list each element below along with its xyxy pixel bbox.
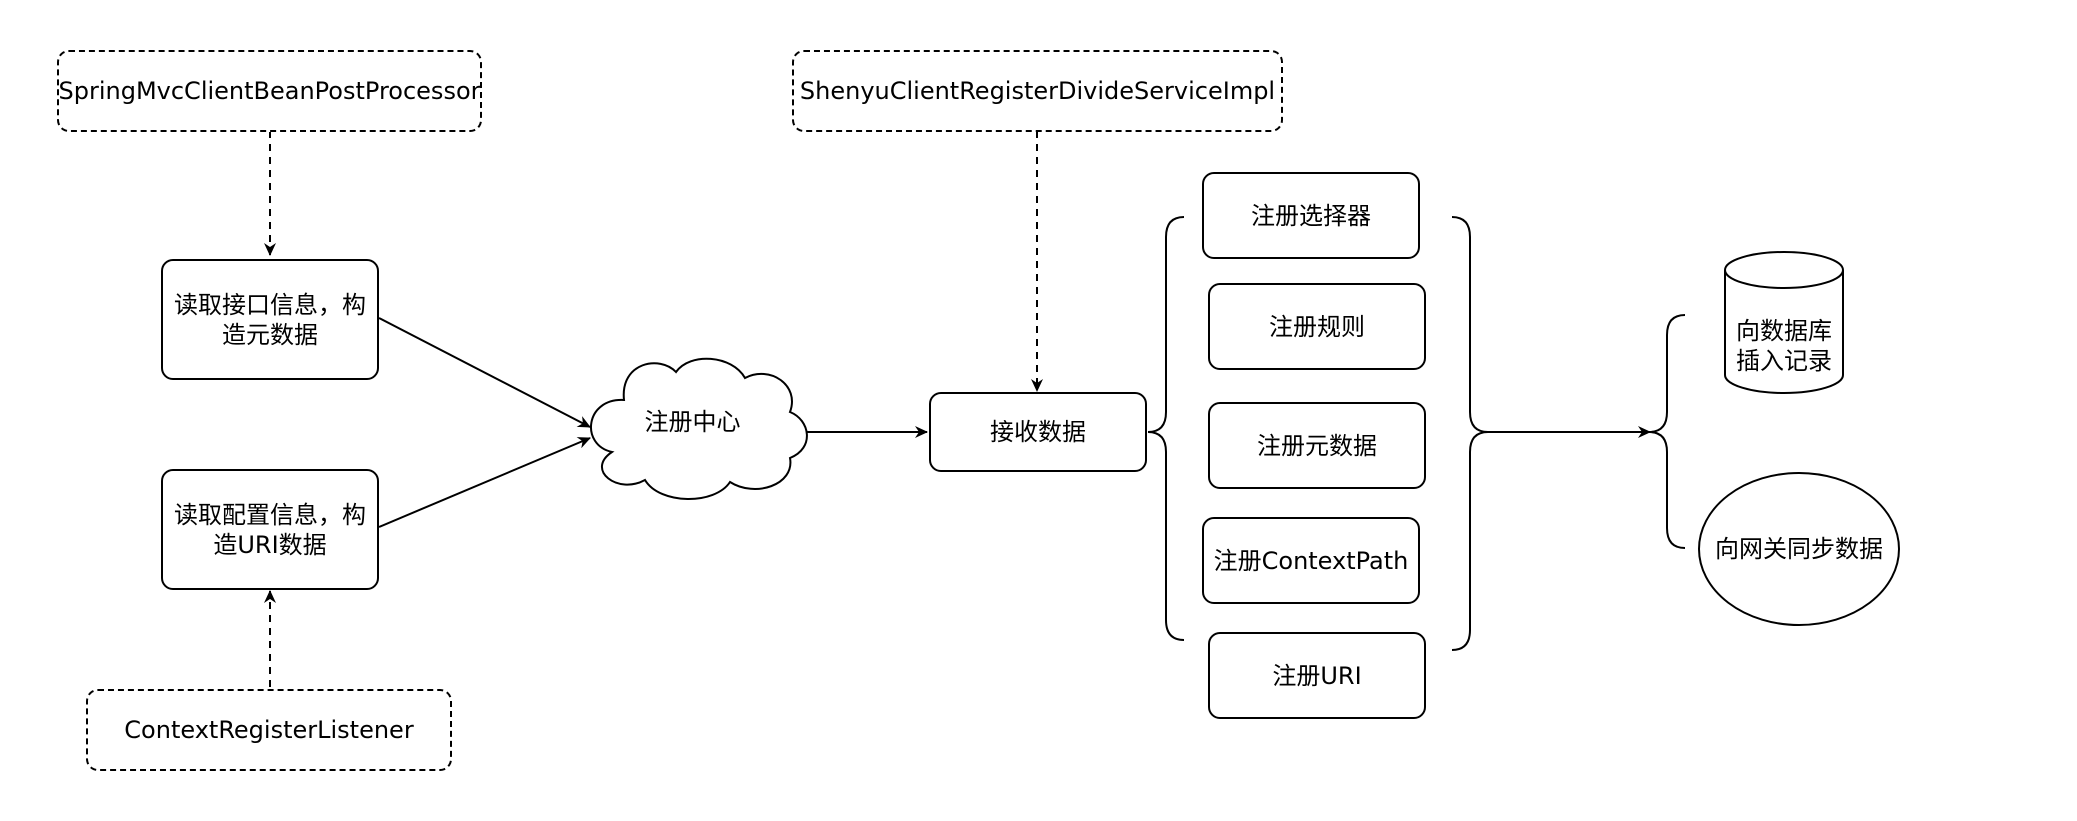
- springmvc-processor-label: SpringMvcClientBeanPostProcessor: [58, 77, 481, 105]
- register-rule-label: 注册规则: [1269, 312, 1365, 341]
- divide-service-impl-label: ShenyuClientRegisterDivideServiceImpl: [799, 77, 1276, 105]
- read-config-info-label: 读取配置信息，构造URI数据: [174, 500, 366, 559]
- register-selector-node: 注册选择器: [1202, 172, 1420, 259]
- read-interface-info-label: 读取接口信息，构造元数据: [174, 290, 366, 349]
- receive-data-label: 接收数据: [990, 418, 1086, 446]
- connector-interface-to-registry: [378, 317, 591, 428]
- register-uri-label: 注册URI: [1272, 661, 1362, 690]
- gateway-sync-ellipse: [1698, 472, 1900, 626]
- insert-db-record-label: 向数据库插入记录: [1736, 317, 1832, 375]
- register-list-right-brace: [1451, 216, 1489, 651]
- sync-to-gateway-label: 向网关同步数据: [1715, 535, 1883, 563]
- read-config-info-node: 读取配置信息，构造URI数据: [161, 469, 379, 590]
- divide-service-impl-node: ShenyuClientRegisterDivideServiceImpl: [792, 50, 1283, 132]
- receive-data-node: 接收数据: [929, 392, 1147, 472]
- register-uri-node: 注册URI: [1208, 632, 1426, 719]
- register-metadata-label: 注册元数据: [1257, 431, 1377, 460]
- outputs-brace: [1648, 314, 1686, 549]
- register-metadata-node: 注册元数据: [1208, 402, 1426, 489]
- registry-center-cloud: [590, 357, 808, 500]
- register-context-path-node: 注册ContextPath: [1202, 517, 1420, 604]
- database-cylinder-icon: [1724, 251, 1844, 394]
- springmvc-processor-node: SpringMvcClientBeanPostProcessor: [57, 50, 482, 132]
- connector-config-to-registry: [378, 437, 591, 528]
- registry-center-label: 注册中心: [644, 408, 741, 436]
- register-rule-node: 注册规则: [1208, 283, 1426, 370]
- context-register-listener-node: ContextRegisterListener: [86, 689, 452, 771]
- register-context-path-label: 注册ContextPath: [1213, 546, 1409, 575]
- context-register-listener-label: ContextRegisterListener: [124, 716, 414, 744]
- register-selector-label: 注册选择器: [1251, 201, 1371, 230]
- register-list-left-brace: [1147, 216, 1185, 641]
- read-interface-info-node: 读取接口信息，构造元数据: [161, 259, 379, 380]
